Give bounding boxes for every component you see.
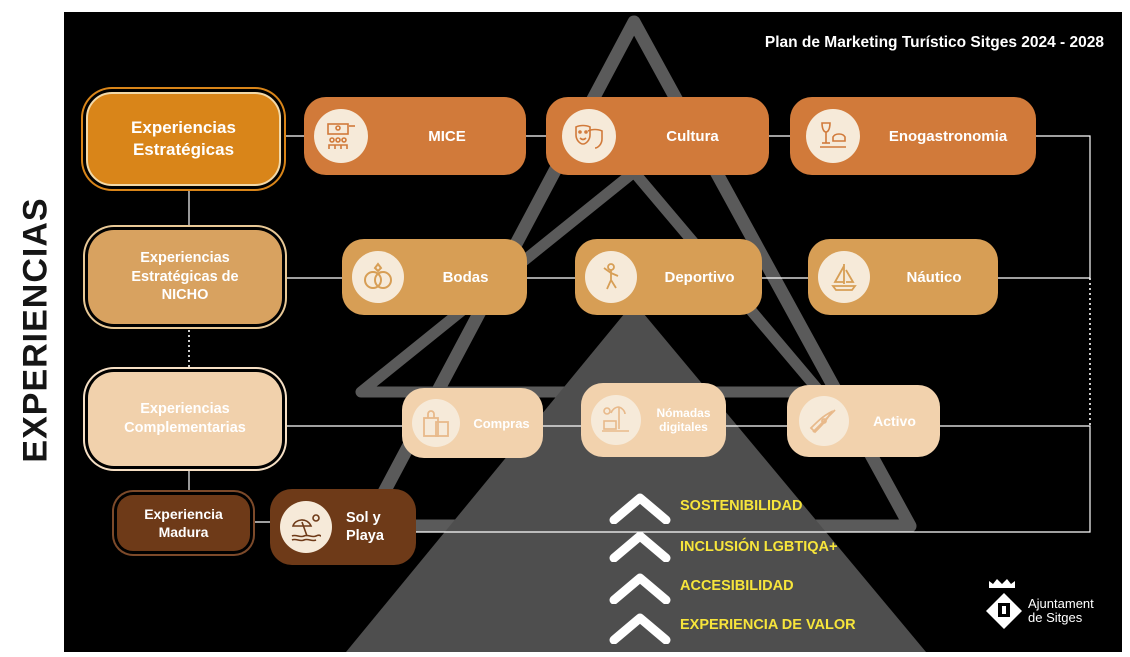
level-complementarias-line2: Complementarias: [124, 420, 246, 436]
level-estrategicas-line1: Experiencias: [131, 117, 236, 137]
deportivo-label: Deportivo: [664, 268, 735, 286]
logo-line2: de Sitges: [1028, 610, 1083, 625]
cultura-label: Cultura: [666, 127, 719, 145]
logo-text: Ajuntament de Sitges: [1028, 597, 1118, 625]
value-inclusion: INCLUSIÓN LGBTIQA+: [680, 539, 838, 555]
level-nicho-line3: NICHO: [161, 287, 209, 304]
bodas-label: Bodas: [442, 268, 489, 286]
experience-deportivo: Deportivo: [575, 239, 762, 315]
side-title: EXPERIENCIAS: [16, 197, 55, 463]
level-nicho-line2: Estratégicas de: [131, 268, 239, 285]
experience-sol-playa: Sol y Playa: [270, 489, 416, 565]
level-complementarias-line1: Experiencias: [140, 401, 230, 418]
laptop-palm-icon: [591, 395, 641, 445]
meeting-icon: [314, 109, 368, 163]
nomadas-label-line2: digitales: [659, 420, 708, 434]
level-madura: Experiencia Madura: [117, 495, 250, 551]
connector-lines: [188, 135, 1091, 533]
value-experiencia: EXPERIENCIA DE VALOR: [680, 617, 856, 633]
level-estrategicas: Experiencias Estratégicas: [86, 92, 281, 186]
ajuntament-logo: Ajuntament de Sitges: [984, 577, 1114, 637]
value-accesibilidad: ACCESIBILIDAD: [680, 578, 794, 594]
shopping-bags-icon: [412, 399, 460, 447]
experience-bodas: Bodas: [342, 239, 527, 315]
beach-umbrella-icon: [280, 501, 332, 553]
wine-food-icon: [806, 109, 860, 163]
level-madura-line1: Experiencia: [144, 505, 223, 522]
kayak-icon: [799, 396, 849, 446]
chevron-up-icon: [609, 613, 671, 644]
nomadas-label-line1: Nómadas: [656, 406, 711, 420]
level-nicho: Experiencias Estratégicas de NICHO: [88, 230, 282, 324]
sailboat-icon: [818, 251, 870, 303]
value-sostenibilidad: SOSTENIBILIDAD: [680, 498, 803, 514]
theater-masks-icon: [562, 109, 616, 163]
side-title-panel: EXPERIENCIAS: [0, 0, 64, 657]
level-madura-line2: Madura: [158, 524, 209, 540]
experience-nautico: Náutico: [808, 239, 998, 315]
chevron-up-icon: [609, 493, 671, 524]
experience-cultura: Cultura: [546, 97, 769, 175]
level-nicho-line1: Experiencias: [140, 249, 230, 266]
wedding-rings-icon: [352, 251, 404, 303]
mice-label: MICE: [428, 127, 466, 145]
athlete-icon: [585, 251, 637, 303]
sol-playa-label-line2: Playa: [346, 528, 384, 544]
chevron-up-icon: [609, 531, 671, 562]
nautico-label: Náutico: [906, 268, 962, 286]
sol-playa-label-line1: Sol y: [346, 510, 381, 526]
logo-line1: Ajuntament: [1028, 596, 1094, 611]
level-complementarias: Experiencias Complementarias: [88, 372, 282, 466]
experience-activo: Activo: [787, 385, 940, 457]
activo-label: Activo: [873, 413, 916, 429]
experience-enogastronomia: Enogastronomia: [790, 97, 1036, 175]
experience-compras: Compras: [402, 388, 543, 458]
values-list: SOSTENIBILIDAD INCLUSIÓN LGBTIQA+ ACCESI…: [608, 490, 908, 650]
experience-mice: MICE: [304, 97, 526, 175]
compras-label: Compras: [473, 415, 530, 431]
sol-playa-label: Sol y Playa: [332, 509, 416, 545]
plan-title: Plan de Marketing Turístico Sitges 2024 …: [764, 34, 1104, 51]
experience-nomadas: Nómadas digitales: [581, 383, 726, 457]
nomadas-label: Nómadas digitales: [641, 406, 726, 434]
enogastronomia-label: Enogastronomia: [888, 127, 1008, 145]
chevron-up-icon: [609, 573, 671, 604]
diagram-stage: Plan de Marketing Turístico Sitges 2024 …: [64, 12, 1122, 652]
crown-icon: [989, 579, 1015, 588]
shield-icon: [986, 593, 1022, 629]
level-estrategicas-line2: Estratégicas: [132, 140, 235, 159]
pyramid-fill: [346, 302, 926, 652]
